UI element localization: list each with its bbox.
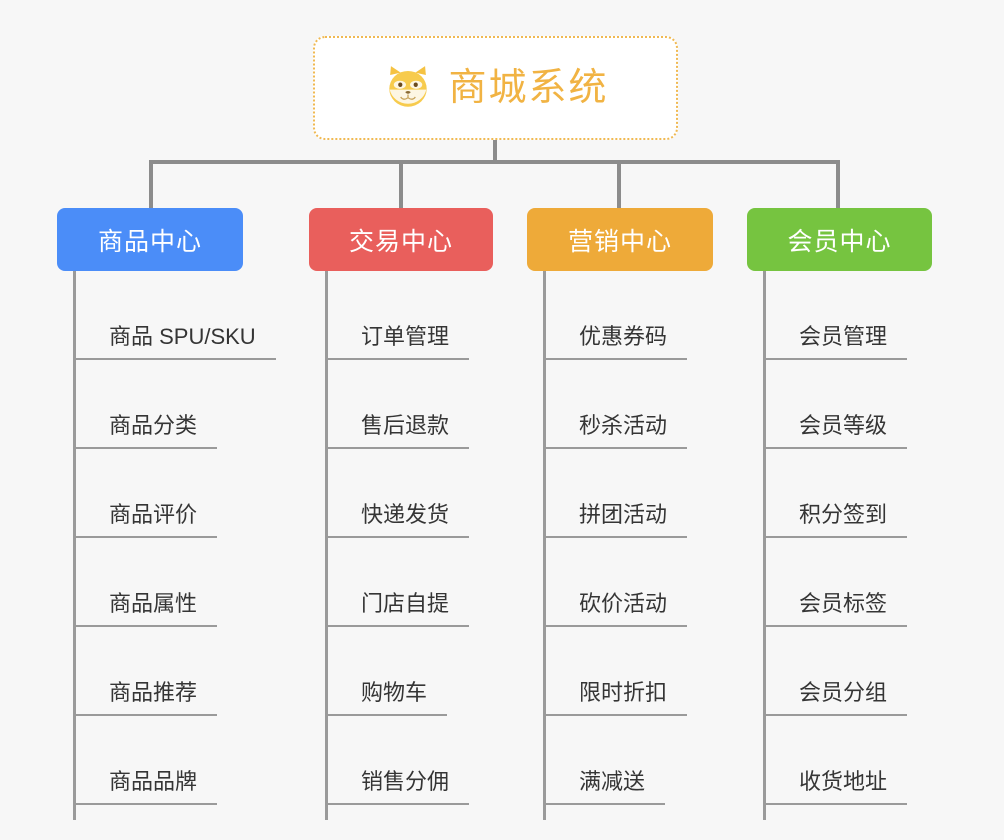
branch-header-3[interactable]: 营销中心: [527, 208, 713, 271]
leaf-label: 售后退款: [325, 415, 470, 449]
connector-root-stem: [493, 140, 497, 163]
list-item[interactable]: 满减送: [543, 716, 687, 805]
list-item[interactable]: 商品推荐: [73, 627, 276, 716]
branch-trunk-4: [763, 271, 766, 820]
list-item[interactable]: 商品 SPU/SKU: [73, 271, 276, 360]
branch-header-label-4: 会员中心: [787, 227, 892, 256]
leaf-label: 收货地址: [763, 771, 908, 805]
leaf-label: 限时折扣: [543, 682, 688, 716]
leaf-label: 门店自提: [325, 593, 470, 627]
list-item[interactable]: 商品属性: [73, 538, 276, 627]
branch-trunk-1: [73, 271, 76, 820]
branch-header-2[interactable]: 交易中心: [309, 208, 493, 271]
connector-drop-1: [149, 160, 153, 208]
list-item[interactable]: 销售分佣: [325, 716, 470, 805]
list-item[interactable]: 售后退款: [325, 360, 470, 449]
root-title: 商城系统: [448, 67, 609, 109]
leaf-label: 商品品牌: [73, 771, 218, 805]
list-item[interactable]: 购物车: [325, 627, 469, 716]
connector-drop-3: [617, 160, 621, 208]
leaf-label: 商品评价: [73, 504, 218, 538]
list-item[interactable]: 拼团活动: [543, 449, 688, 538]
leaf-label: 会员分组: [763, 682, 908, 716]
root-node[interactable]: 商城系统: [313, 36, 678, 140]
branch-header-1[interactable]: 商品中心: [57, 208, 243, 271]
branch-header-label-2: 交易中心: [348, 227, 453, 256]
leaf-label: 订单管理: [325, 326, 470, 360]
list-item[interactable]: 积分签到: [763, 449, 908, 538]
list-item[interactable]: 秒杀活动: [543, 360, 688, 449]
branch-item-list-2: 订单管理 售后退款 快递发货 门店自提 购物车 销售分佣: [325, 271, 470, 805]
branch-item-list-1: 商品 SPU/SKU 商品分类 商品评价 商品属性 商品推荐 商品品牌: [73, 271, 276, 805]
leaf-label: 商品属性: [73, 593, 218, 627]
shiba-dog-face-icon: [382, 62, 434, 114]
list-item[interactable]: 会员等级: [763, 360, 908, 449]
branch-header-label-1: 商品中心: [97, 227, 202, 256]
branch-item-list-3: 优惠券码 秒杀活动 拼团活动 砍价活动 限时折扣 满减送: [543, 271, 688, 805]
list-item[interactable]: 限时折扣: [543, 627, 688, 716]
list-item[interactable]: 会员管理: [763, 271, 908, 360]
leaf-label: 秒杀活动: [543, 415, 688, 449]
leaf-label: 商品 SPU/SKU: [73, 326, 276, 360]
leaf-label: 砍价活动: [543, 593, 688, 627]
branch-item-list-4: 会员管理 会员等级 积分签到 会员标签 会员分组 收货地址: [763, 271, 908, 805]
list-item[interactable]: 砍价活动: [543, 538, 688, 627]
leaf-label: 会员标签: [763, 593, 908, 627]
list-item[interactable]: 快递发货: [325, 449, 470, 538]
list-item[interactable]: 门店自提: [325, 538, 470, 627]
branch-header-4[interactable]: 会员中心: [747, 208, 932, 271]
connector-horizontal-bus: [149, 160, 840, 164]
connector-drop-2: [399, 160, 403, 208]
list-item[interactable]: 会员标签: [763, 538, 908, 627]
list-item[interactable]: 商品评价: [73, 449, 276, 538]
leaf-label: 快递发货: [325, 504, 470, 538]
leaf-label: 会员管理: [763, 326, 908, 360]
branch-trunk-2: [325, 271, 328, 820]
list-item[interactable]: 商品分类: [73, 360, 276, 449]
branch-header-label-3: 营销中心: [567, 227, 672, 256]
list-item[interactable]: 优惠券码: [543, 271, 688, 360]
leaf-label: 商品分类: [73, 415, 218, 449]
leaf-label: 销售分佣: [325, 771, 470, 805]
list-item[interactable]: 订单管理: [325, 271, 470, 360]
leaf-label: 商品推荐: [73, 682, 218, 716]
leaf-label: 积分签到: [763, 504, 908, 538]
connector-drop-4: [836, 160, 840, 208]
branch-trunk-3: [543, 271, 546, 820]
leaf-label: 会员等级: [763, 415, 908, 449]
leaf-label: 满减送: [543, 771, 666, 805]
leaf-label: 拼团活动: [543, 504, 688, 538]
list-item[interactable]: 收货地址: [763, 716, 908, 805]
list-item[interactable]: 会员分组: [763, 627, 908, 716]
leaf-label: 优惠券码: [543, 326, 688, 360]
leaf-label: 购物车: [325, 682, 448, 716]
list-item[interactable]: 商品品牌: [73, 716, 276, 805]
